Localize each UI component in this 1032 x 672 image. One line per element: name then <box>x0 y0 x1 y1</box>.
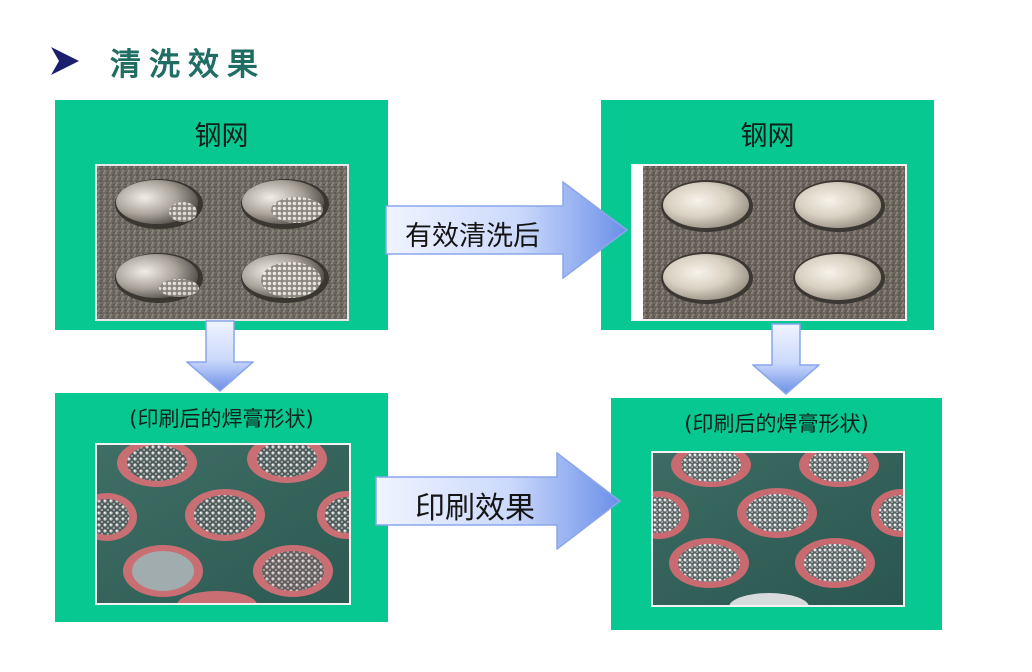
panel-label-stencil-before: 钢网 <box>194 121 249 152</box>
title-row: 清洗效果 <box>48 36 266 86</box>
stencil-dirty-apertures-photo <box>95 164 349 321</box>
panel-paste-before: (印刷后的焊膏形状) <box>55 393 388 622</box>
arrowhead-bullet-icon <box>51 47 79 75</box>
panel-label-paste-after: (印刷后的焊膏形状) <box>684 412 869 436</box>
panel-label-paste-before: (印刷后的焊膏形状) <box>129 407 314 431</box>
solder-paste-deposits-after-photo <box>651 451 905 607</box>
panel-label-stencil-after: 钢网 <box>740 121 795 152</box>
panel-stencil-before: 钢网 <box>55 100 388 330</box>
arrow-clean-label: 有效清洗后 <box>405 221 540 252</box>
arrow-print: 印刷效果 <box>375 452 621 550</box>
panel-paste-after: (印刷后的焊膏形状) <box>611 398 942 630</box>
page-title: 清洗效果 <box>110 46 266 83</box>
arrow-down-right <box>752 323 820 395</box>
arrow-down-left <box>186 320 254 392</box>
arrow-print-label: 印刷效果 <box>415 491 535 526</box>
solder-paste-deposits-before-photo <box>95 443 351 605</box>
arrow-clean: 有效清洗后 <box>385 181 628 279</box>
stencil-clean-apertures-photo <box>631 164 907 321</box>
panel-stencil-after: 钢网 <box>601 100 934 330</box>
